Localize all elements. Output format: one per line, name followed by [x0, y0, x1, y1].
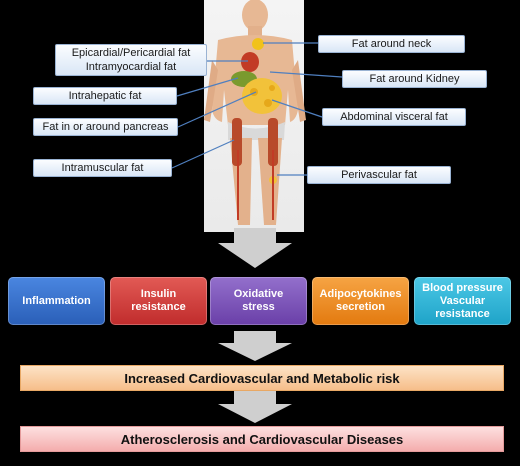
- label-neck-fat: Fat around neck: [318, 35, 465, 53]
- mechanism-adipocytokines: Adipocytokines secretion: [312, 277, 409, 325]
- label-epicardial-line2: Intramyocardial fat: [85, 61, 177, 73]
- mechanism-oxidative-line2: stress: [242, 301, 275, 313]
- mechanism-blood-pressure: Blood pressure Vascular resistance: [414, 277, 511, 325]
- label-intrahepatic-fat: Intrahepatic fat: [33, 87, 177, 105]
- connector-lines: [171, 42, 343, 176]
- outcome-disease-bar: Atherosclerosis and Cardiovascular Disea…: [20, 426, 504, 452]
- label-epicardial-fat: Epicardial/Pericardial fat Intramyocardi…: [55, 44, 207, 76]
- outcome-risk-bar: Increased Cardiovascular and Metabolic r…: [20, 365, 504, 391]
- mechanism-insulin-line1: Insulin: [140, 288, 177, 300]
- label-epicardial-line1: Epicardial/Pericardial fat: [71, 47, 191, 59]
- mechanism-insulin-resistance: Insulin resistance: [110, 277, 207, 325]
- flow-arrows: [218, 228, 292, 423]
- label-perivascular-fat: Perivascular fat: [307, 166, 451, 184]
- mechanism-bp-line1: Blood pressure: [422, 281, 503, 294]
- organ-fat-overlays: [231, 38, 282, 220]
- label-pancreas-fat: Fat in or around pancreas: [33, 118, 178, 136]
- mechanism-oxidative-line1: Oxidative: [233, 288, 284, 300]
- mechanism-bp-line2: Vascular: [439, 294, 486, 307]
- mechanism-insulin-line2: resistance: [131, 301, 186, 313]
- label-kidney-fat: Fat around Kidney: [342, 70, 487, 88]
- mechanism-oxidative-stress: Oxidative stress: [210, 277, 307, 325]
- mechanism-adipo-line1: Adipocytokines: [319, 288, 402, 300]
- mechanism-adipo-line2: secretion: [336, 301, 385, 313]
- mechanism-bp-line3: resistance: [435, 307, 490, 320]
- mechanism-inflammation-label: Inflammation: [22, 294, 91, 307]
- label-abdominal-fat: Abdominal visceral fat: [322, 108, 466, 126]
- label-intramuscular-fat: Intramuscular fat: [33, 159, 172, 177]
- mechanism-inflammation: Inflammation: [8, 277, 105, 325]
